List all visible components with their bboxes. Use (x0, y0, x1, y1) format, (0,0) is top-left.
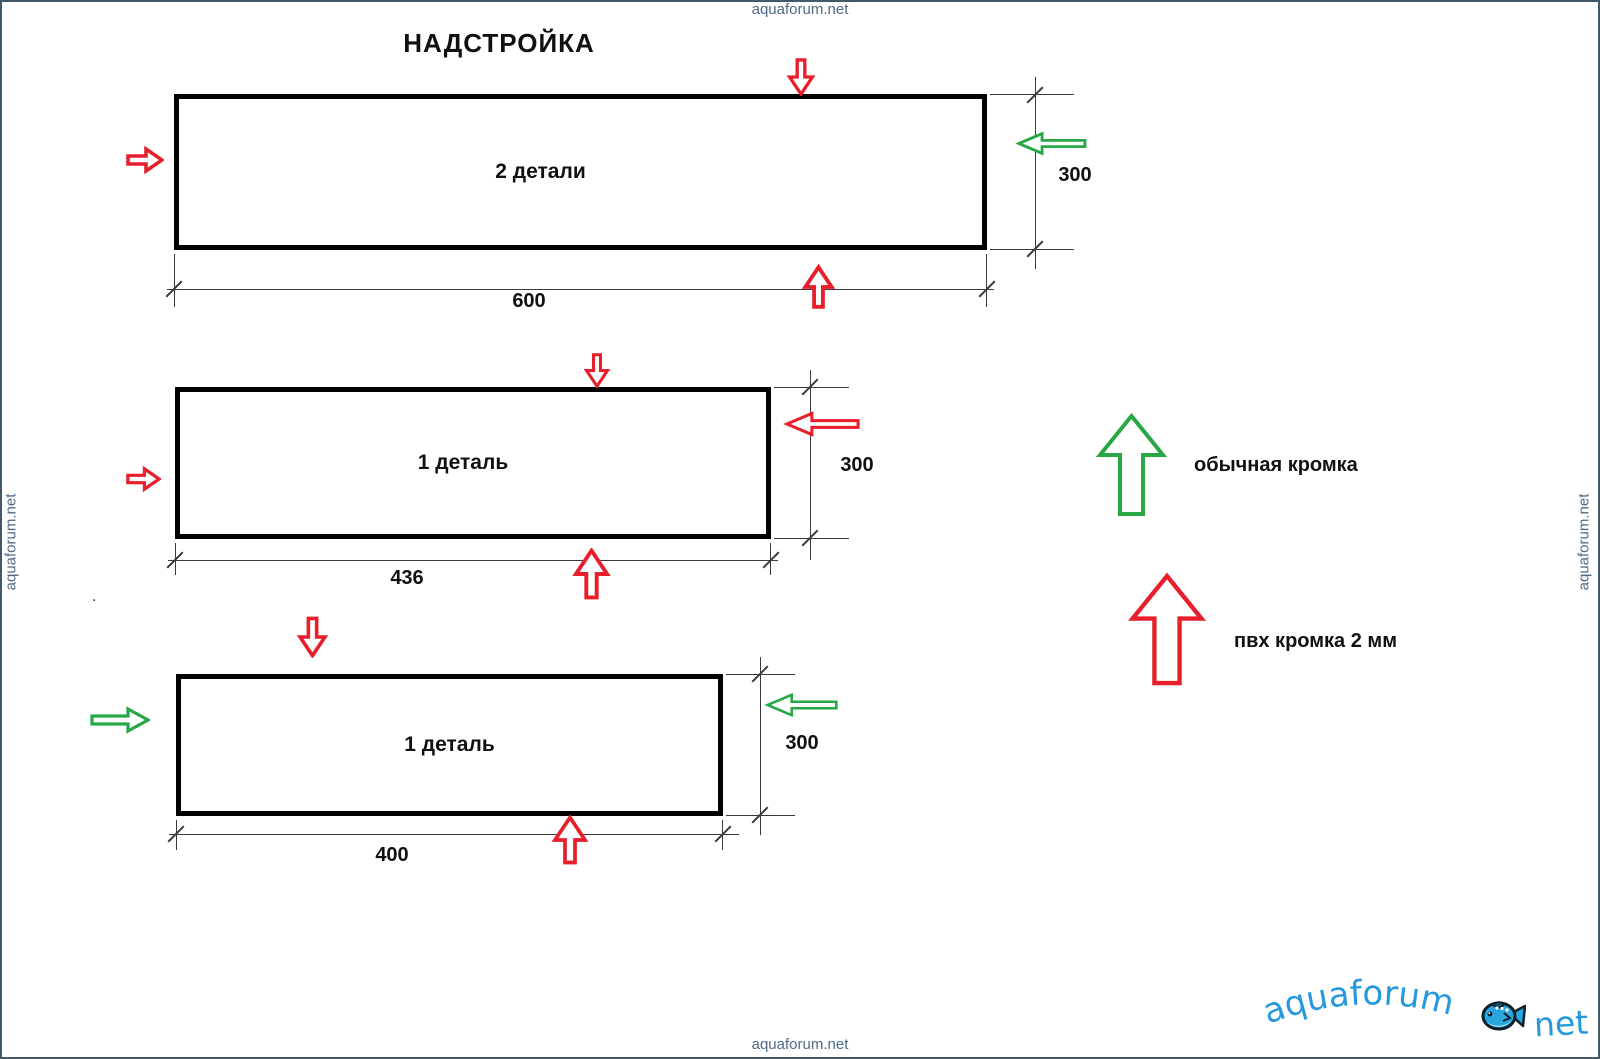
regular-edge-arrow-left-icon (1010, 131, 1092, 156)
svg-text:aquaforum: aquaforum (1260, 974, 1458, 1032)
watermark-right: aquaforum.net (1575, 493, 1593, 591)
pvc-edge-arrow-right-icon (126, 145, 164, 175)
extension-line (176, 820, 177, 850)
width-dimension: 600 (512, 290, 546, 312)
dimension-line (168, 560, 778, 561)
extension-line (986, 254, 987, 307)
pvc-edge-arrow-down-icon (583, 353, 611, 388)
logo-suffix: net (1533, 1002, 1590, 1045)
part-quantity-label: 2 детали (495, 160, 586, 183)
legend-regular-edge-arrow-icon (1094, 413, 1169, 516)
pvc-edge-arrow-up-icon (569, 548, 614, 600)
watermark-top: aquaforum.net (751, 1, 849, 18)
logo-wordmark: aquaforum (1260, 974, 1458, 1032)
width-dimension: 400 (375, 844, 409, 866)
part-rectangle-400x300: 1 деталь (176, 674, 723, 816)
diagram-title: НАДСТРОЙКА (403, 28, 595, 58)
regular-edge-arrow-right-icon (90, 704, 150, 736)
fish-icon (1481, 1001, 1526, 1031)
dimension-line (167, 289, 994, 290)
dimension-line (760, 657, 761, 835)
extension-line (774, 538, 849, 539)
extension-line (774, 387, 849, 388)
pvc-edge-arrow-down-icon (786, 58, 816, 96)
watermark-left: aquaforum.net (2, 493, 20, 591)
regular-edge-arrow-left-icon (748, 692, 854, 718)
pvc-edge-arrow-up-icon (802, 264, 835, 310)
extension-line (174, 254, 175, 307)
part-quantity-label: 1 деталь (417, 451, 509, 474)
dimension-line (169, 834, 739, 835)
legend-pvc-edge-arrow-icon (1126, 571, 1208, 687)
pvc-edge-arrow-down-icon (297, 616, 328, 658)
pvc-edge-arrow-up-icon (551, 815, 589, 865)
stray-dot: . (92, 588, 97, 605)
part-rectangle-600x300: 2 детали (174, 94, 987, 250)
pvc-edge-arrow-right-icon (126, 463, 161, 495)
height-dimension: 300 (785, 732, 819, 754)
part-quantity-label: 1 деталь (404, 733, 495, 756)
height-dimension: 300 (1058, 164, 1092, 186)
dimension-line (810, 370, 811, 560)
legend-pvc-edge-label: пвх кромка 2 мм (1234, 630, 1397, 652)
legend-regular-edge-label: обычная кромка (1194, 454, 1358, 476)
width-dimension: 436 (390, 567, 424, 589)
extension-line (990, 94, 1074, 95)
dimension-line (1035, 77, 1036, 269)
height-dimension: 300 (840, 454, 874, 476)
part-rectangle-436x300: 1 деталь (175, 387, 771, 539)
watermark-bottom: aquaforum.net (751, 1036, 849, 1053)
pvc-edge-arrow-left-icon (783, 408, 860, 440)
